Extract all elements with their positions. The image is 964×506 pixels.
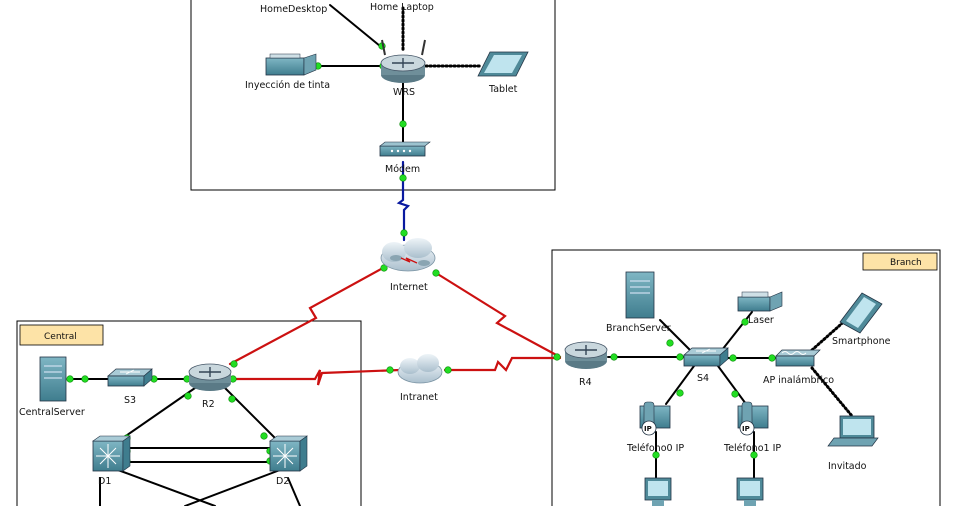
s3-label: S3	[124, 395, 136, 406]
pc-0-icon[interactable]	[644, 477, 672, 506]
links	[67, 4, 854, 506]
link-d2-down-a	[184, 469, 281, 506]
phone0-label: Teléfono0 IP	[626, 443, 684, 454]
branch-server-icon[interactable]	[625, 271, 655, 319]
wireless-router-icon[interactable]	[380, 39, 426, 83]
link-modem-internet-coax	[396, 160, 411, 242]
r4-label: R4	[579, 377, 592, 388]
link-server-s4	[659, 319, 691, 351]
pc-1-icon[interactable]	[736, 477, 764, 506]
d1-multilayer-switch-icon[interactable]	[92, 435, 131, 472]
internet-cloud-icon[interactable]	[380, 238, 436, 272]
ap-label: AP inalámbrico	[763, 375, 834, 386]
intranet-cloud-icon[interactable]	[397, 354, 443, 384]
intranet-label: Intranet	[400, 392, 438, 403]
smartphone-label: Smartphone	[832, 336, 891, 347]
ip-phone-0-badge: IP	[644, 425, 652, 433]
home-laptop-label: Home Laptop	[370, 2, 434, 13]
r4-router-icon[interactable]	[564, 341, 608, 369]
smartphone-icon[interactable]	[839, 292, 883, 334]
printer-icon[interactable]	[265, 53, 317, 76]
ip-phone-1-badge: IP	[742, 425, 750, 433]
laser-label: Laser	[748, 315, 774, 326]
d2-label: D2	[276, 476, 289, 487]
tablet-icon[interactable]	[477, 51, 529, 77]
r2-router-icon[interactable]	[188, 363, 232, 391]
d2-multilayer-switch-icon[interactable]	[269, 435, 308, 472]
link-d2-down-b	[287, 477, 301, 506]
s4-switch-icon[interactable]	[683, 347, 729, 367]
home-desktop-label: HomeDesktop	[260, 4, 327, 15]
ip-phone-0-icon[interactable]: IP	[639, 401, 671, 436]
wireless-ap-icon[interactable]	[775, 349, 821, 367]
modem-label: Módem	[385, 164, 420, 175]
link-s4-phone0	[665, 365, 695, 405]
serial-r2-intranet	[232, 368, 402, 386]
guest-label: Invitado	[828, 461, 867, 472]
branch-zone-label: Branch	[890, 258, 922, 268]
serial-internet-r2	[228, 266, 385, 366]
link-desktop-wrs	[329, 4, 381, 47]
link-laser-s4	[721, 311, 753, 351]
wrs-label: WRS	[393, 87, 415, 98]
d1-label: D1	[98, 476, 111, 487]
branch-zone-tag[interactable]: Branch	[862, 252, 938, 271]
link-r2-d1	[119, 387, 196, 441]
serial-intranet-r4	[443, 356, 562, 372]
central-server-label: CentralServer	[19, 407, 85, 418]
link-s4-phone1	[717, 365, 747, 405]
home-cluster-box	[190, 0, 556, 191]
central-server-icon[interactable]	[39, 356, 67, 402]
wireless-ap-guest	[810, 366, 854, 418]
central-zone-tag[interactable]: Central	[19, 324, 104, 346]
s3-switch-icon[interactable]	[107, 368, 153, 387]
modem-icon[interactable]	[379, 141, 431, 157]
guest-laptop-icon[interactable]	[827, 415, 879, 447]
central-zone-label: Central	[44, 332, 77, 342]
link-lights	[66, 42, 776, 465]
tablet-label: Tablet	[488, 84, 518, 95]
internet-label: Internet	[390, 282, 428, 293]
s4-label: S4	[697, 373, 709, 384]
laser-printer-icon[interactable]	[737, 291, 783, 312]
branch-cluster-box	[551, 249, 941, 506]
branch-server-label: BranchServer	[606, 323, 671, 334]
printer-label: Inyección de tinta	[245, 80, 330, 91]
serial-internet-r4	[434, 271, 562, 359]
central-cluster-box	[16, 320, 362, 506]
phone1-label: Teléfono1 IP	[723, 443, 781, 454]
ip-phone-1-icon[interactable]: IP	[737, 401, 769, 436]
r2-label: R2	[202, 399, 215, 410]
